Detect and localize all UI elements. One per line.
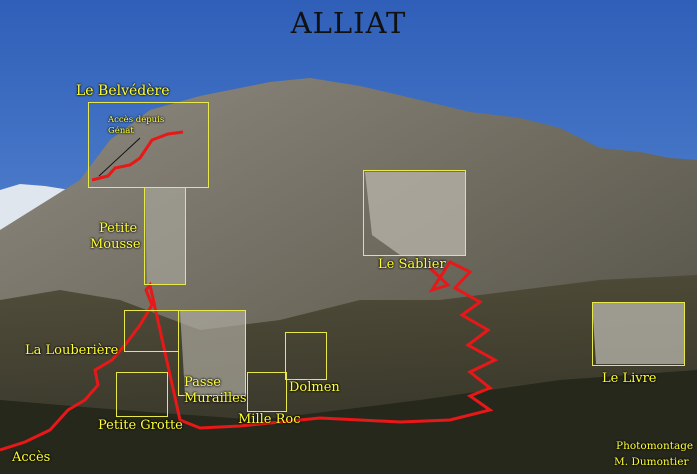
- zone-petite-mousse: [144, 187, 186, 285]
- zone-livre: [592, 302, 685, 366]
- label-acces-genat-2: Génat: [108, 126, 134, 136]
- label-acces-genat-1: Accès depuis: [108, 115, 165, 125]
- zone-mille-roc: [247, 372, 287, 412]
- light-cliff-sablier: [365, 172, 465, 255]
- label-sablier: Le Sablier: [378, 257, 446, 272]
- label-livre: Le Livre: [602, 371, 657, 386]
- zone-sablier: [363, 170, 466, 256]
- light-cliff-passe: [180, 310, 245, 395]
- label-petite-grotte: Petite Grotte: [98, 418, 183, 433]
- genat-pointer: [98, 137, 141, 177]
- label-acces: Accès: [12, 450, 51, 465]
- light-cliff-mousse: [145, 188, 185, 285]
- light-cliff-livre: [592, 302, 684, 364]
- label-mille-roc: Mille Roc: [238, 412, 301, 427]
- label-petite-mousse-1: Petite: [99, 221, 138, 236]
- trail-genat: [91, 130, 184, 182]
- label-louberiere: La Louberière: [25, 343, 119, 358]
- foreground-forest: [0, 370, 697, 474]
- label-belvedere: Le Belvédère: [76, 83, 170, 99]
- trail-main: [0, 260, 499, 452]
- zone-louberiere: [124, 310, 179, 352]
- zone-dolmen: [285, 332, 327, 380]
- zone-petite-grotte: [116, 372, 168, 417]
- credit-line-1: Photomontage: [616, 440, 694, 452]
- label-petite-mousse-2: Mousse: [90, 237, 141, 252]
- page-title: ALLIAT: [290, 6, 407, 40]
- label-passe-2: Murailles: [184, 391, 247, 406]
- credit-line-2: M. Dumontier: [614, 456, 689, 468]
- label-passe-1: Passe: [184, 375, 221, 390]
- label-dolmen: Dolmen: [289, 380, 340, 395]
- zone-passe-murailles: [178, 310, 246, 396]
